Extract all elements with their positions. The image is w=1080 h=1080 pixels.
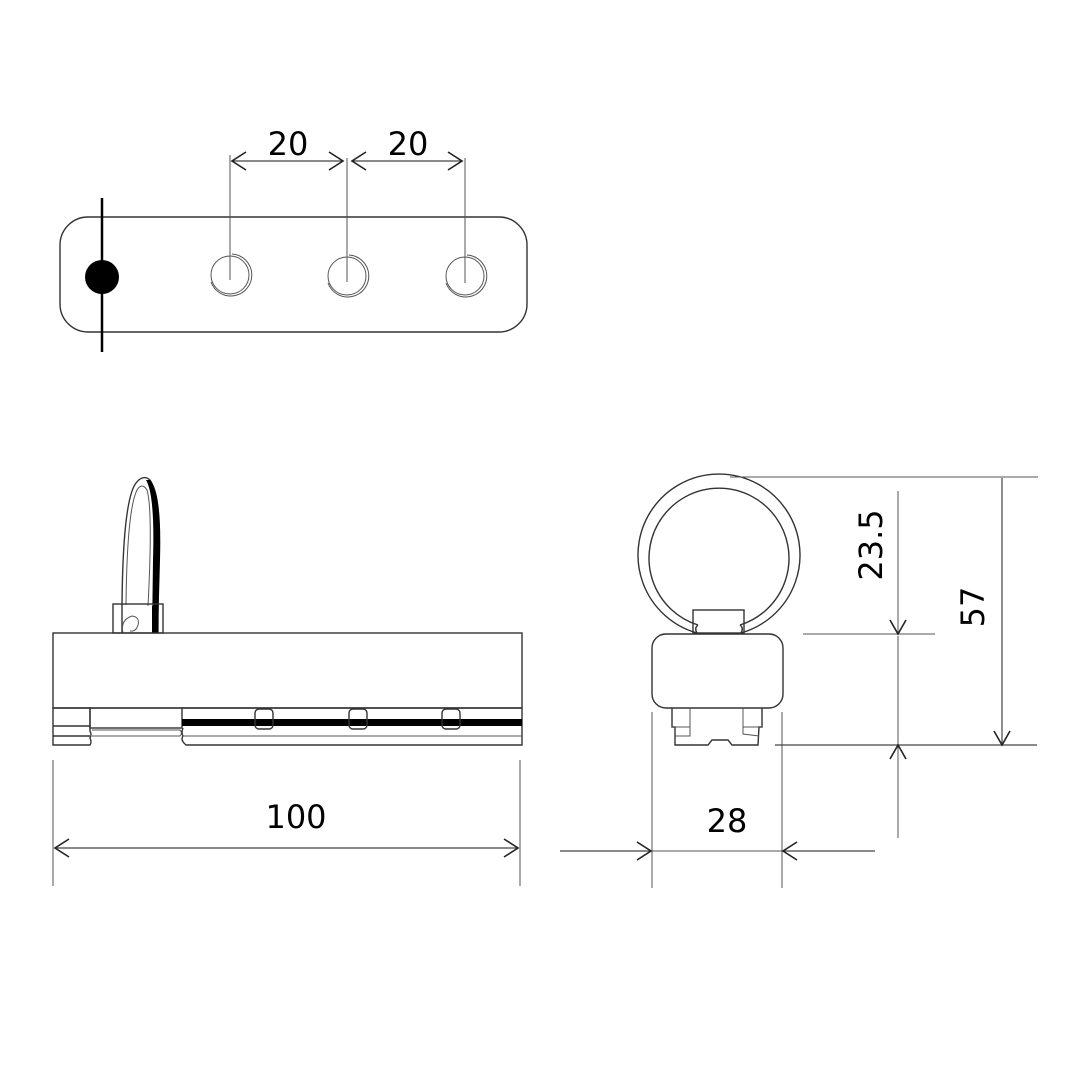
dimension-hole-spacing-2: 20 [350, 125, 464, 171]
ring-mount [692, 609, 745, 634]
top-view: 20 20 [59, 125, 528, 352]
hole-2 [327, 254, 370, 298]
dimension-label: 57 [954, 587, 992, 628]
dimension-hole-spacing-1: 20 [230, 125, 345, 171]
rail-tab-2 [348, 708, 368, 730]
front-view: 100 [52, 476, 523, 886]
dimension-label: 28 [707, 802, 748, 840]
dimension-label: 100 [265, 798, 326, 836]
front-view-body [52, 632, 523, 709]
rail-tab-3 [441, 708, 461, 730]
ring-icon [637, 473, 801, 634]
side-view-body [651, 633, 784, 709]
dimension-width: 28 [560, 802, 875, 861]
front-rail-strip [182, 719, 522, 726]
pivot-dot-icon [85, 260, 119, 294]
rail-tab-1 [254, 708, 274, 730]
dimension-label: 20 [268, 125, 309, 163]
hole-1 [210, 253, 253, 297]
dimension-label: 20 [388, 125, 429, 163]
top-view-body [59, 216, 528, 333]
dimension-label: 23.5 [852, 509, 890, 580]
dimension-ring-height: 23.5 [852, 491, 907, 838]
key-ring-loop-icon [112, 476, 164, 634]
hole-3 [445, 254, 488, 298]
dimension-overall-height: 57 [954, 478, 1011, 747]
dimension-overall-length: 100 [52, 760, 521, 886]
side-view: 28 23.5 57 [560, 473, 1038, 888]
